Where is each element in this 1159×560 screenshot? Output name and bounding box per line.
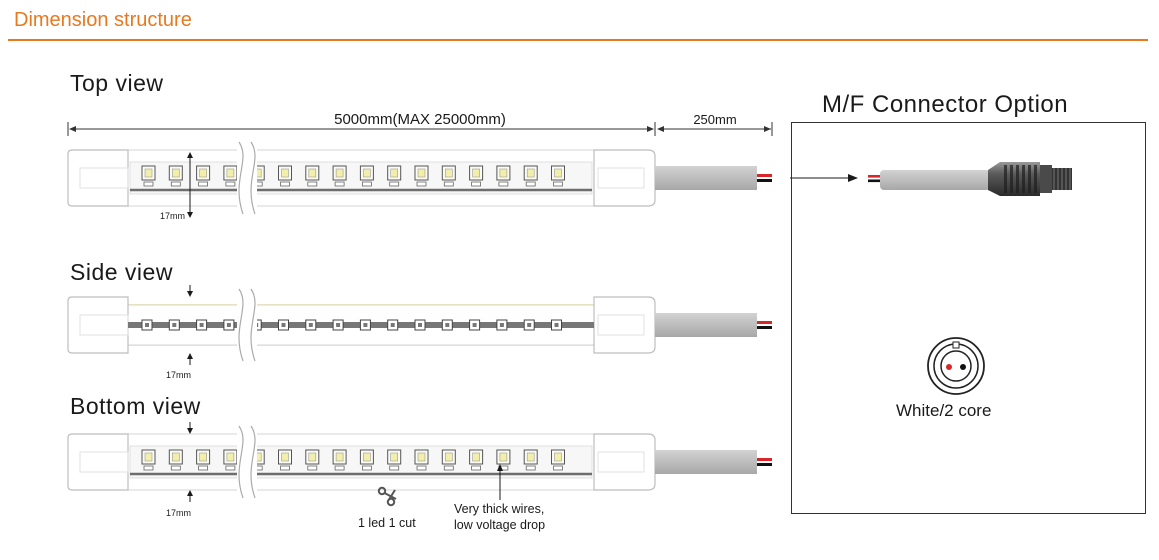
bottom-view-label: Bottom view xyxy=(70,393,201,419)
connector-option-title: M/F Connector Option xyxy=(822,91,1069,118)
height-label-bottom: 17mm xyxy=(166,508,191,518)
connector-core-label: White/2 core xyxy=(896,401,992,420)
lead-label: 250mm xyxy=(693,112,736,127)
connector-option-panel xyxy=(791,122,1146,514)
section-divider xyxy=(8,39,1148,41)
wires-callout xyxy=(497,464,503,500)
lead-dimension: 250mm xyxy=(657,112,773,136)
side-view-strip xyxy=(67,285,772,365)
wires-annotation-line2: low voltage drop xyxy=(454,518,545,532)
length-dimension: 5000mm(MAX 25000mm) xyxy=(67,111,656,136)
side-view-label: Side view xyxy=(70,259,173,285)
section-title: Dimension structure xyxy=(14,9,192,31)
scissors-icon xyxy=(377,486,397,507)
height-label-top: 17mm xyxy=(160,211,185,221)
connector-illustration xyxy=(790,162,1072,196)
bottom-view-strip xyxy=(67,422,772,502)
socket-face-icon xyxy=(927,337,985,395)
length-label: 5000mm(MAX 25000mm) xyxy=(334,111,506,128)
cut-annotation: 1 led 1 cut xyxy=(358,516,416,530)
top-view-strip xyxy=(67,141,772,218)
height-label-side: 17mm xyxy=(166,370,191,380)
wires-annotation-line1: Very thick wires, xyxy=(454,502,544,516)
top-view-label: Top view xyxy=(70,70,164,96)
